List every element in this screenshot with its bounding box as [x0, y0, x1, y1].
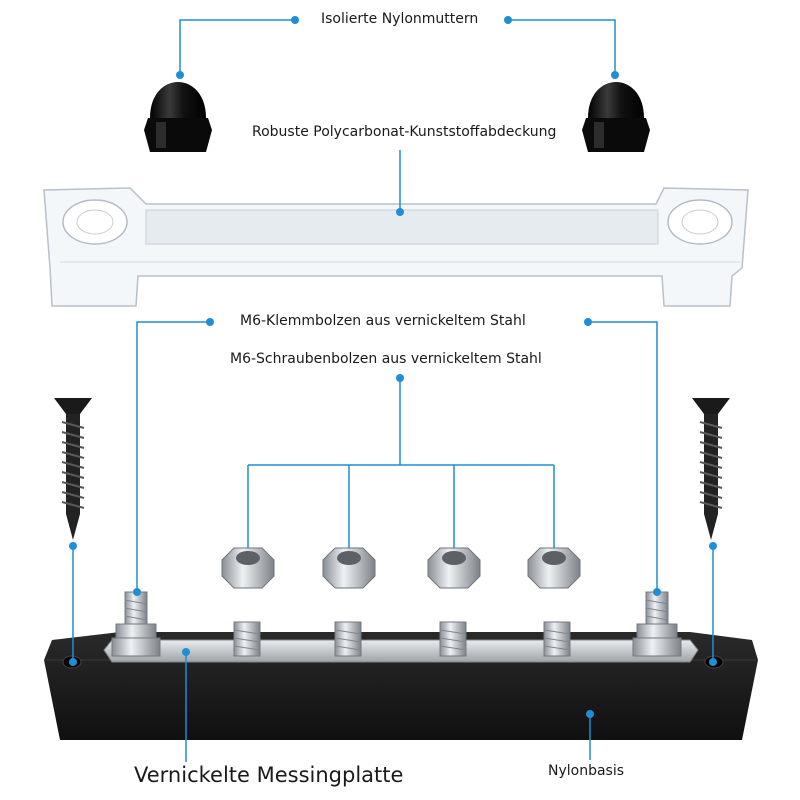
nylon-cap-nut-right: [582, 82, 650, 152]
hex-nut-2: [322, 547, 376, 589]
leader-dots: [69, 16, 717, 718]
screw-stud-2: [334, 621, 362, 657]
hex-nut-3: [427, 547, 481, 589]
terminal-studs-label: M6-Klemmbolzen aus vernickeltem Stahl: [240, 313, 526, 329]
terminal-stud-right: [632, 591, 682, 657]
terminal-stud-left: [111, 591, 161, 657]
wood-screw-left: [54, 398, 92, 540]
hex-nut-4: [527, 547, 581, 589]
hex-nut-1: [221, 547, 275, 589]
base-label: Nylonbasis: [548, 763, 625, 779]
screw-stud-1: [233, 621, 261, 657]
screw-stud-4: [543, 621, 571, 657]
screw-studs-label: M6-Schraubenbolzen aus vernickeltem Stah…: [230, 351, 542, 367]
nuts-label: Isolierte Nylonmuttern: [321, 11, 479, 27]
plate-label: Vernickelte Messingplatte: [134, 763, 404, 787]
screw-stud-3: [439, 621, 467, 657]
brass-plate: [103, 639, 699, 663]
wood-screw-right: [692, 398, 730, 540]
polycarbonate-cover: [43, 187, 749, 307]
nylon-cap-nut-left: [144, 82, 212, 152]
leader-lines: [72, 19, 714, 762]
cover-label: Robuste Polycarbonat-Kunststoffabdeckung: [252, 124, 557, 140]
